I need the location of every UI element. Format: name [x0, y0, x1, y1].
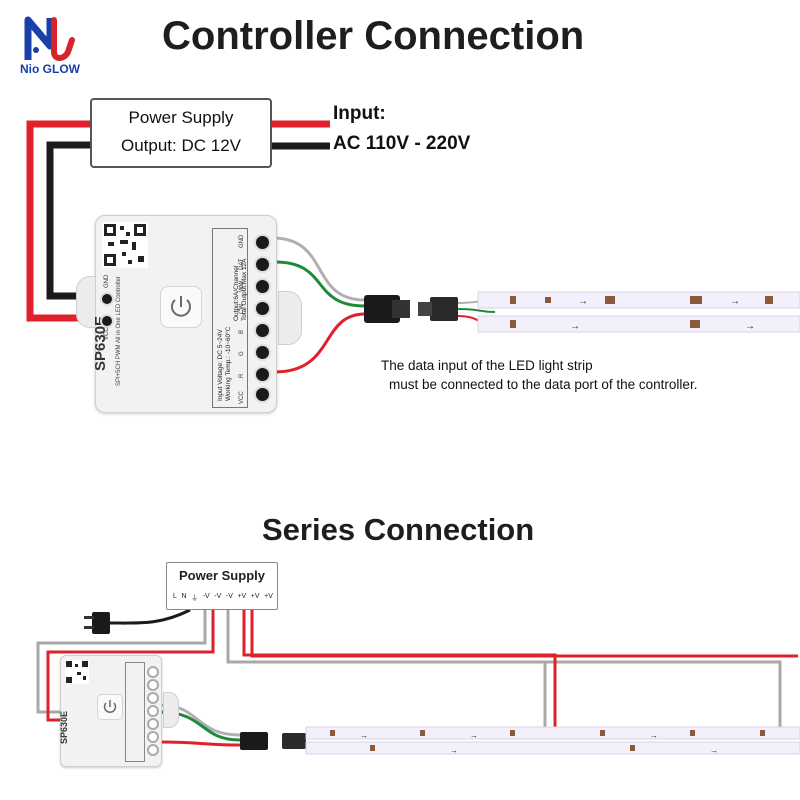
- power-supply-bottom-label: Power Supply: [179, 568, 265, 583]
- power-supply-output: Output: DC 12V: [120, 136, 241, 155]
- controller-subtitle: SPI+5CH PWM All in One LED Controller: [116, 276, 122, 386]
- left-label-vcc: VCC: [104, 327, 110, 340]
- terminal-block: [250, 228, 272, 406]
- note-line1: The data input of the LED light strip: [381, 358, 593, 373]
- svg-text:→: →: [730, 296, 740, 307]
- terminal-port-small[interactable]: [147, 718, 159, 730]
- power-button[interactable]: [160, 286, 202, 328]
- terminal-l: L: [173, 593, 177, 600]
- terminal-neg-3: -V: [225, 593, 233, 600]
- port-label-g: G: [239, 351, 245, 356]
- terminal-pos-2: +V: [250, 593, 260, 600]
- terminal-port[interactable]: [254, 386, 271, 403]
- left-label-gnd: GND: [104, 274, 110, 288]
- wire-gray-dat: [274, 236, 366, 302]
- svg-text:→: →: [360, 731, 368, 740]
- port-label-ww: WW: [239, 280, 245, 292]
- wire-red-ps-to-vcc: [26, 120, 95, 322]
- terminal-neg-1: -V: [202, 593, 210, 600]
- terminal-port-small[interactable]: [147, 666, 159, 678]
- note-line2: must be connected to the data port of th…: [389, 377, 698, 392]
- power-supply-label: Power Supply: [128, 108, 234, 127]
- terminal-port-small[interactable]: [147, 731, 159, 743]
- terminal-strip: L N ⏚ -V -V -V +V +V +V: [173, 593, 273, 603]
- spec-box-small: [125, 662, 145, 762]
- svg-text:→: →: [578, 296, 588, 307]
- controller-model-small: SP630E: [59, 710, 69, 744]
- port-label-r: R: [239, 373, 245, 378]
- power-icon-small: [103, 700, 117, 714]
- svg-text:→: →: [745, 321, 755, 332]
- mounting-ear-left: [76, 276, 96, 328]
- power-supply-top: Power Supply Output: DC 12V: [90, 98, 272, 168]
- power-supply-bottom: Power Supply L N ⏚ -V -V -V +V +V +V: [166, 562, 278, 610]
- qr-code-icon: [102, 222, 148, 268]
- terminal-port-small[interactable]: [147, 744, 159, 756]
- terminal-pos-1: +V: [237, 593, 247, 600]
- power-icon: [171, 296, 191, 317]
- jst-connector-male: [418, 297, 458, 321]
- nio-glow-logo-icon: [24, 16, 75, 61]
- qr-code-icon-small: [65, 660, 89, 684]
- terminal-port-small[interactable]: [147, 705, 159, 717]
- mounting-ear-right-small: [163, 692, 179, 728]
- terminal-port[interactable]: [254, 344, 271, 361]
- terminal-port[interactable]: [254, 300, 271, 317]
- wire-black-ps-to-gnd: [46, 141, 95, 300]
- jst-connector-female: [364, 295, 410, 323]
- brand-logo: Nio GLOW: [10, 10, 90, 80]
- port-labels: GND DAT WW CW B G R VCC: [239, 228, 249, 406]
- input-label: Input:: [333, 103, 386, 124]
- port-label-vcc: VCC: [239, 391, 245, 404]
- title-series-connection: Series Connection: [262, 512, 535, 547]
- wire-green-dat: [274, 260, 366, 308]
- led-strip-bottom: → → → → →: [305, 726, 800, 755]
- terminal-neg-2: -V: [214, 593, 222, 600]
- jst-connector-female-bottom: [240, 732, 268, 750]
- terminal-port[interactable]: [254, 256, 271, 273]
- port-label-dat: DAT: [239, 258, 245, 270]
- mounting-ear-right: [278, 291, 302, 345]
- title-controller-connection: Controller Connection: [162, 14, 585, 58]
- brand-name: Nio GLOW: [20, 62, 80, 76]
- led-strip-top: → → → →: [477, 291, 800, 333]
- port-label-cw: CW: [239, 304, 245, 314]
- terminal-n: N: [181, 593, 187, 600]
- port-label-b: B: [239, 329, 245, 334]
- wire-red-vcc-out: [274, 312, 366, 374]
- svg-text:→: →: [450, 746, 458, 755]
- terminal-port-small[interactable]: [147, 692, 159, 704]
- controller-sp630e-small: SP630E: [59, 655, 179, 767]
- terminal-port[interactable]: [254, 366, 271, 383]
- spec-line2: Working Temp.: -10~60°C: [225, 326, 232, 401]
- input-port-vcc[interactable]: [100, 314, 114, 328]
- terminal-port[interactable]: [254, 278, 271, 295]
- port-label-gnd: GND: [239, 234, 245, 248]
- spec-line1: Input Voltage: DC 5~24V: [217, 329, 224, 401]
- terminal-port-small[interactable]: [147, 679, 159, 691]
- terminal-port[interactable]: [254, 322, 271, 339]
- input-port-gnd[interactable]: [100, 292, 114, 306]
- svg-text:→: →: [470, 731, 478, 740]
- power-button-small[interactable]: [97, 694, 123, 720]
- input-value: AC 110V - 220V: [333, 133, 471, 154]
- terminal-block-small: [145, 664, 159, 764]
- terminal-pos-3: +V: [264, 593, 273, 600]
- svg-text:→: →: [570, 321, 580, 332]
- spec-box: Input Voltage: DC 5~24V Working Temp.: -…: [212, 228, 248, 408]
- terminal-port[interactable]: [254, 234, 271, 251]
- svg-text:→: →: [650, 731, 658, 740]
- svg-text:→: →: [710, 746, 718, 755]
- jst-connector-male-bottom: [282, 733, 306, 749]
- controller-sp630e: SP630E SPI+5CH PWM All in One LED Contro…: [76, 215, 302, 413]
- ac-plug: [84, 608, 191, 634]
- terminal-ground: ⏚: [191, 595, 199, 602]
